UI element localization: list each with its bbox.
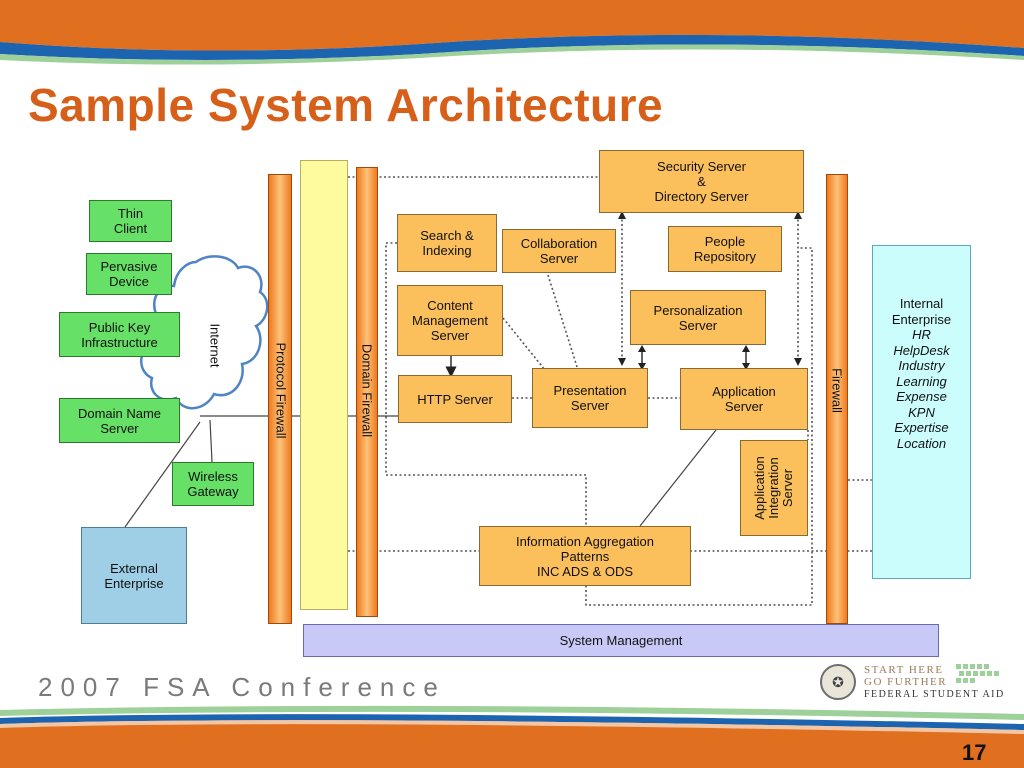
right-firewall-label: Firewall <box>829 368 845 413</box>
application-integration-server-box: Application Integration Server <box>740 440 808 536</box>
domain-name-server-box: Domain Name Server <box>59 398 180 443</box>
thin-client-box: Thin Client <box>89 200 172 242</box>
protocol-firewall-label: Protocol Firewall <box>273 342 289 439</box>
http-server-box: HTTP Server <box>398 375 512 423</box>
personalization-server-box: Personalization Server <box>630 290 766 345</box>
footer-band <box>0 705 1024 768</box>
enterprise-item: Learning <box>896 373 947 389</box>
wireless-gateway-box: Wireless Gateway <box>172 462 254 506</box>
internet-label: Internet <box>207 323 223 368</box>
internet-cloud-icon <box>140 255 269 410</box>
information-aggregation-box: Information Aggregation Patterns INC ADS… <box>479 526 691 586</box>
content-management-server-box: Content Management Server <box>397 285 503 356</box>
protocol-firewall-bar <box>268 174 292 624</box>
seal-icon: ✪ <box>820 664 856 700</box>
domain-firewall-bar <box>356 167 378 617</box>
dmz-zone-bar <box>300 160 348 610</box>
slide-title: Sample System Architecture <box>28 79 664 131</box>
collaboration-server-box: Collaboration Server <box>502 229 616 273</box>
page-number: 17 <box>962 740 987 765</box>
internal-enterprise-box: Internal Enterprise HR HelpDesk Industry… <box>872 245 971 579</box>
application-server-box: Application Server <box>680 368 808 430</box>
pervasive-device-box: Pervasive Device <box>86 253 172 295</box>
domain-firewall-label: Domain Firewall <box>359 343 375 438</box>
right-firewall-bar <box>826 174 848 624</box>
system-management-bar: System Management <box>303 624 939 657</box>
logo-line-3: FEDERAL STUDENT AID <box>864 689 1005 700</box>
people-repository-box: People Repository <box>668 226 782 272</box>
enterprise-item: Expertise <box>894 420 949 435</box>
enterprise-item: HelpDesk <box>893 342 950 358</box>
conference-footer: 2007 FSA Conference <box>38 672 446 702</box>
enterprise-item: Location <box>896 435 947 451</box>
header-band <box>0 0 1024 65</box>
enterprise-item: Industry <box>898 358 945 373</box>
logo-line-1: START HERE <box>864 664 944 676</box>
presentation-server-box: Presentation Server <box>532 368 648 428</box>
internal-enterprise-title: Internal Enterprise <box>891 296 952 327</box>
enterprise-item: Expense <box>896 389 947 404</box>
external-enterprise-box: External Enterprise <box>81 527 187 624</box>
enterprise-item: KPN <box>908 404 935 420</box>
enterprise-item: HR <box>912 327 931 342</box>
security-server-box: Security Server & Directory Server <box>599 150 804 213</box>
search-indexing-box: Search & Indexing <box>397 214 497 272</box>
public-key-infrastructure-box: Public Key Infrastructure <box>59 312 180 357</box>
application-integration-server-label: Application Integration Server <box>751 456 795 520</box>
logo-line-2: GO FURTHER <box>864 676 948 688</box>
logo-dots-icon <box>956 664 999 683</box>
